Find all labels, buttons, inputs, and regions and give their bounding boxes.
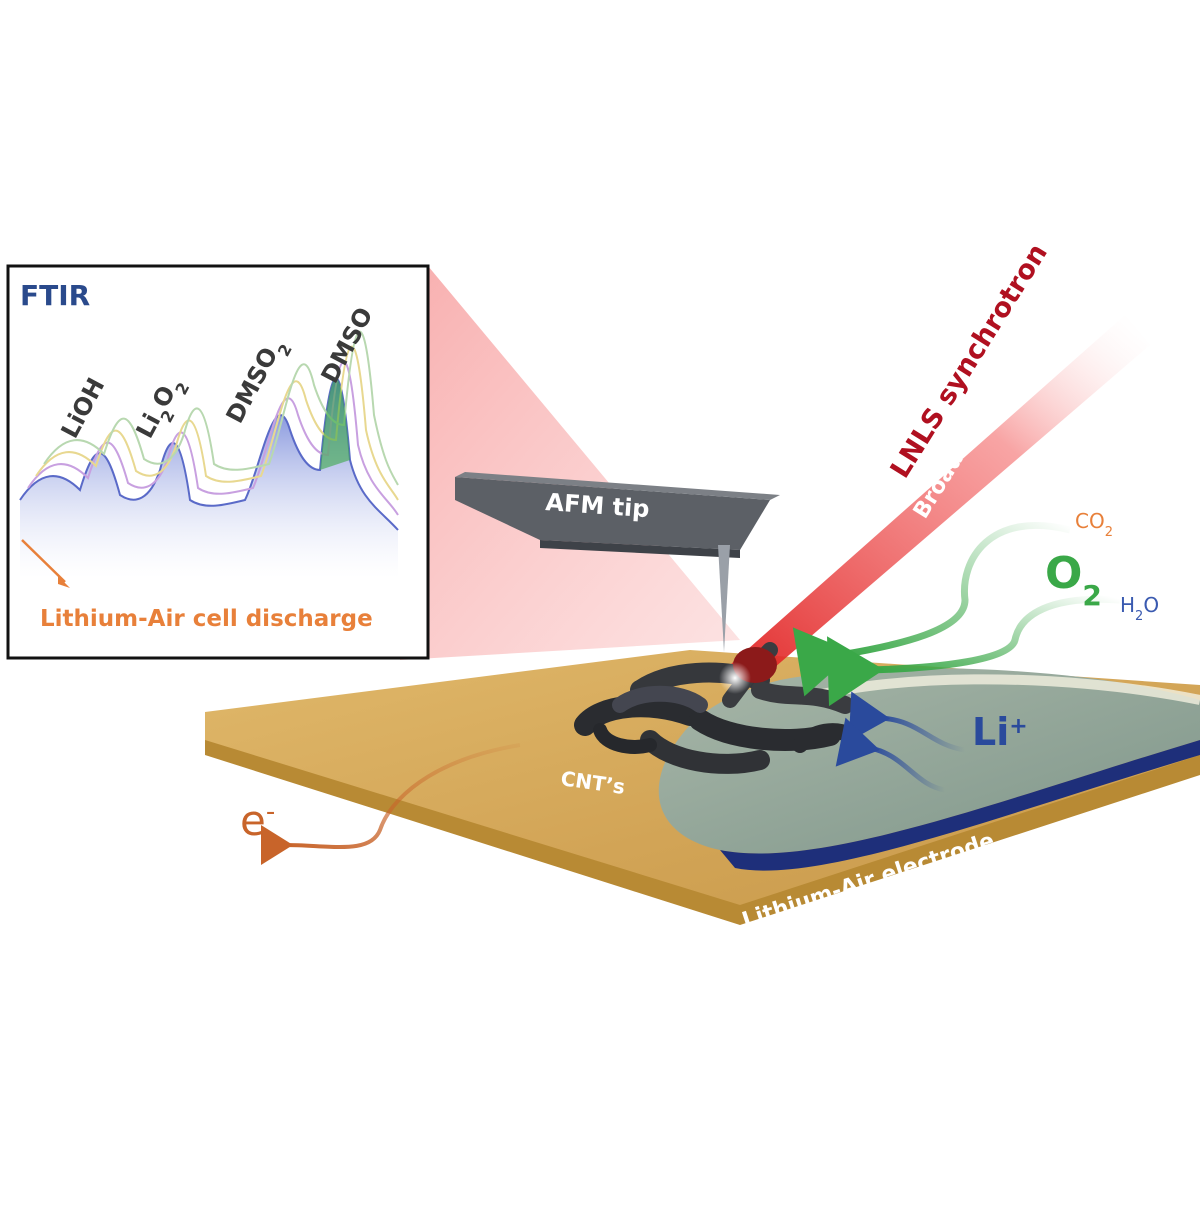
ftir-inset: FTIR LiOH Li2O2 DMSO2 DMSO Lithium-Air c… [6,264,430,660]
ftir-spectra [19,330,399,578]
synchrotron-beam [730,315,1150,680]
li-arrow-lower [835,717,946,793]
co2-label: CO2 [1075,509,1113,540]
o2-arrow-upper [792,521,1071,697]
afm-cantilever [455,472,780,652]
tip-spark [719,662,751,694]
electrolyte-region [658,668,1200,854]
o2-arrow-lower [827,595,1121,707]
lithium-air-electrode [205,650,1200,925]
ftir-light-cone [400,266,740,660]
h2o-label: H2O [1120,593,1159,624]
electron-arrow [260,743,521,865]
discharge-arrow [21,539,66,583]
ftir-title: FTIR [20,279,90,312]
li-ion-label: Li+ [972,710,1028,754]
afm-tip-needle [718,545,730,652]
discharge-arrowhead [58,576,70,588]
electrolyte-edge [720,740,1200,871]
discharge-label: Lithium-Air cell discharge [40,606,373,632]
inset-frame [6,264,430,660]
li-arrow-upper [848,691,966,753]
electron-label: e- [240,796,275,845]
o2-label: O2 [1045,548,1102,612]
